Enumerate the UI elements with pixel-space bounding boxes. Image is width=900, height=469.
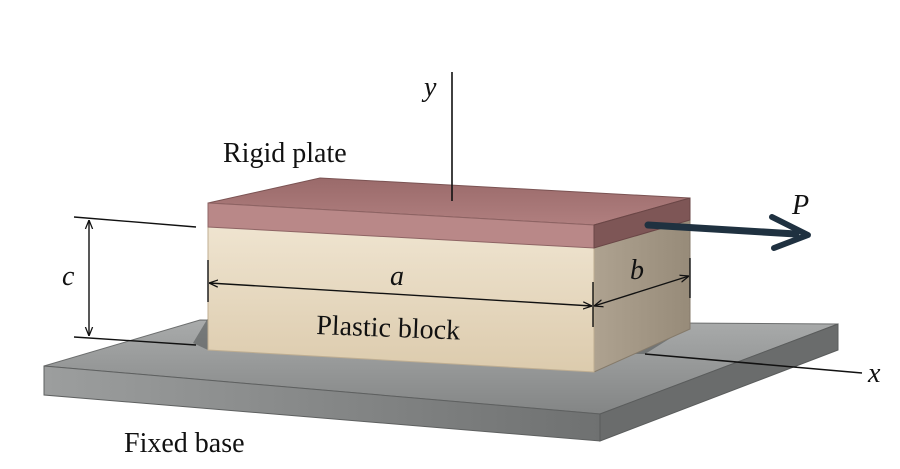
dim-c-ext-top — [73, 216, 197, 228]
force-arrow-head — [769, 214, 811, 251]
dimension-b — [594, 258, 691, 306]
dim-a-line — [209, 283, 592, 306]
rigid-plate-side-face — [593, 197, 691, 249]
rigid-plate-label: Rigid plate — [223, 138, 347, 169]
plastic-block — [207, 218, 691, 373]
plastic-block-front-face — [207, 225, 595, 373]
force-arrow-shaft — [644, 221, 800, 238]
dimension-c — [73, 216, 197, 346]
dim-c-ext-bottom — [73, 336, 197, 346]
dim-b-label: b — [630, 255, 644, 286]
x-axis-line — [644, 353, 863, 374]
dim-a-label: a — [390, 261, 404, 292]
rigid-plate — [207, 177, 691, 249]
plastic-block-label: Plastic block — [316, 310, 461, 347]
fixed-base-label: Fixed base — [124, 428, 245, 459]
x-axis-label: x — [867, 358, 881, 389]
dim-c-label: c — [62, 261, 75, 292]
fixed-base-side-face — [599, 323, 839, 442]
force-label: P — [791, 190, 809, 221]
dim-b-line — [594, 276, 689, 306]
force-arrow — [644, 214, 811, 251]
y-axis-label: y — [421, 72, 437, 103]
